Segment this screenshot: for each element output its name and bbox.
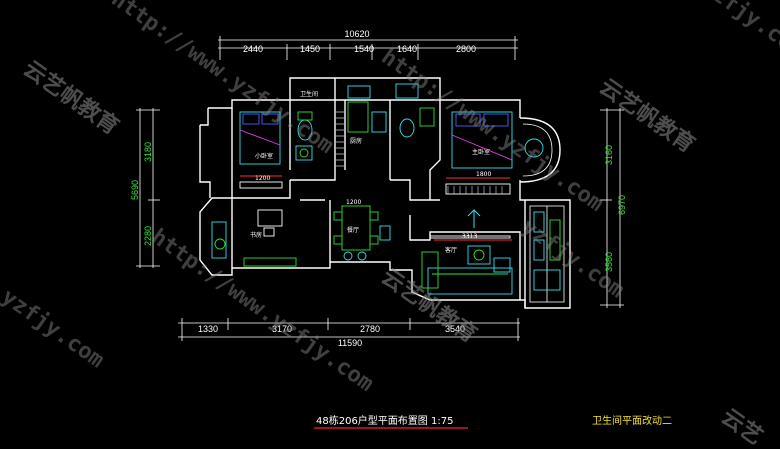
dim-left-1: 3180: [143, 142, 153, 162]
dim-left-2: 2280: [143, 226, 153, 246]
stairs: [336, 111, 344, 167]
watermark-url-5: yzfjy.com: [0, 284, 109, 373]
balcony-right: [529, 205, 565, 303]
dim-right-2: 3560: [604, 252, 614, 272]
room-dining: 餐厅: [347, 226, 359, 234]
top-dimensions: [218, 36, 518, 60]
left-dimensions: [136, 108, 160, 268]
bottom-dimensions: [178, 318, 520, 341]
dim-right-1: 3160: [604, 145, 614, 165]
dim-bottom-total: 11590: [338, 338, 362, 348]
room-living: 客厅: [445, 246, 457, 254]
room-bedroom-small: 小卧室: [255, 152, 273, 160]
entry-arrow: [467, 209, 481, 228]
bed-small: [239, 111, 283, 189]
watermark-brand-1: 云艺帆教育: [19, 56, 124, 140]
dim-left-total: 5690: [130, 180, 140, 200]
dim-top-3: 1540: [354, 44, 374, 54]
dim-bottom-3: 2780: [360, 324, 380, 334]
dim-top-1: 2440: [243, 44, 263, 54]
dim-top-4: 1640: [397, 44, 417, 54]
room-study: 书房: [250, 231, 262, 239]
watermark-brand-short: 云艺: [717, 404, 768, 449]
bed-master: [445, 111, 544, 195]
watermark-url-3: http://www.yzfjy.com: [377, 44, 608, 216]
balcony-furniture: [533, 211, 561, 291]
drawing-title: 48栋206户型平面布置图 1:75: [316, 414, 453, 427]
watermark-url-6: yzfjy.com: [697, 0, 780, 63]
dim-bottom-1: 1330: [198, 324, 218, 334]
dim-top-total: 10620: [344, 29, 369, 39]
watermark-url-1: http://www.yzfjy.com: [107, 0, 338, 159]
dim-top-5: 2800: [456, 44, 476, 54]
dim-bottom-4: 3540: [445, 324, 465, 334]
drawing-subtitle: 卫生间平面改动二: [592, 414, 672, 427]
right-dimensions: [600, 108, 624, 308]
dim-top-2: 1450: [300, 44, 320, 54]
dim-bed-small: 1200: [255, 175, 270, 182]
room-master-bedroom: 主卧室: [472, 148, 490, 156]
wardrobe-master: [447, 186, 503, 194]
dim-bed-master: 1800: [476, 171, 491, 178]
dim-right-total: 6970: [617, 195, 627, 215]
room-bathroom-top: 卫生间: [300, 90, 318, 98]
dim-sofa-living: 3313: [462, 233, 477, 240]
walls: [199, 77, 571, 309]
room-kitchen: 厨房: [350, 137, 362, 145]
bathroom-fixtures: [295, 85, 387, 161]
study-furniture: [211, 209, 297, 267]
bathroom-master-fixtures: [395, 83, 435, 138]
dining-furniture: [333, 205, 391, 261]
living-furniture: [421, 235, 513, 295]
dim-bottom-2: 3170: [272, 324, 292, 334]
watermark-brand-3: 云艺帆教育: [377, 264, 482, 348]
dim-table-dining: 1200: [346, 199, 361, 206]
